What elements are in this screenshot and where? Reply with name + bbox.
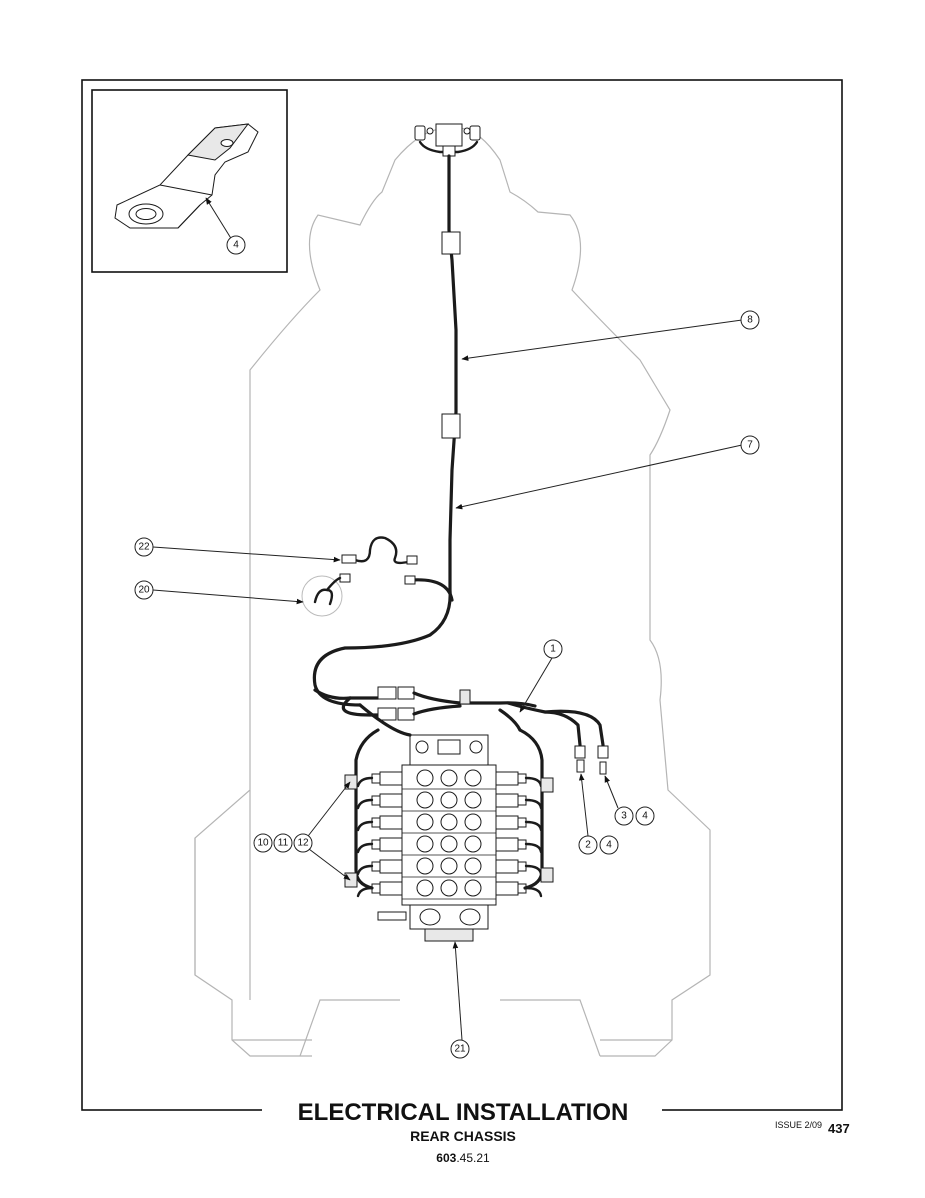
svg-text:11: 11 <box>278 838 289 849</box>
drawing-code: 603.45.21 <box>436 1151 490 1165</box>
svg-text:3: 3 <box>621 811 627 822</box>
callout-3: 3 <box>614 806 634 826</box>
callout-4-inset: 4 <box>226 235 246 255</box>
callout-10: 10 <box>253 833 273 853</box>
solenoid-left <box>379 837 403 852</box>
leader-2 <box>578 773 589 837</box>
top-connector <box>414 123 481 157</box>
leader-1 <box>519 657 553 713</box>
svg-text:1: 1 <box>550 644 556 655</box>
leader-4-inset <box>205 197 233 241</box>
callout-8: 8 <box>740 310 760 330</box>
valve-harness <box>344 703 554 898</box>
svg-text:4: 4 <box>233 240 239 251</box>
drawing-title: ELECTRICAL INSTALLATION <box>298 1099 629 1126</box>
side-connectors <box>574 745 609 775</box>
sensor-20 <box>301 573 351 617</box>
page-number: 437 <box>828 1121 850 1136</box>
svg-text:20: 20 <box>138 585 150 596</box>
drawing-subtitle: REAR CHASSIS <box>410 1128 516 1144</box>
callout-1: 1 <box>543 639 563 659</box>
leader-21 <box>452 941 463 1041</box>
svg-text:4: 4 <box>642 811 648 822</box>
solenoid-left <box>379 815 403 830</box>
main-harness <box>312 154 461 707</box>
callout-12: 12 <box>293 833 313 853</box>
solenoid-left <box>379 881 403 896</box>
svg-text:2: 2 <box>585 840 591 851</box>
solenoid-right <box>495 881 519 896</box>
leader-lines <box>152 319 743 1041</box>
svg-text:12: 12 <box>297 838 309 849</box>
svg-text:10: 10 <box>257 838 269 849</box>
inset-box <box>91 89 288 273</box>
callout-22: 22 <box>134 537 154 557</box>
issue-label: ISSUE 2/09 <box>775 1120 822 1130</box>
callout-4-b: 4 <box>599 835 619 855</box>
svg-text:7: 7 <box>747 440 753 451</box>
svg-text:22: 22 <box>138 542 150 553</box>
callout-2: 2 <box>578 835 598 855</box>
leader-12b <box>304 845 351 881</box>
svg-text:21: 21 <box>454 1044 466 1055</box>
leader-12a <box>304 781 351 841</box>
solenoid-left <box>379 771 403 786</box>
solenoid-right <box>495 793 519 808</box>
callout-20: 20 <box>134 580 154 600</box>
leader-22 <box>152 546 341 563</box>
leader-20 <box>152 589 304 605</box>
valve-block <box>371 734 527 942</box>
chassis-outline <box>194 127 711 1057</box>
wire-loop-22 <box>341 536 418 565</box>
leader-8 <box>461 319 743 361</box>
leader-3 <box>604 775 619 809</box>
callout-11: 11 <box>273 833 293 853</box>
solenoid-right <box>495 771 519 786</box>
solenoid-right <box>495 837 519 852</box>
callout-7: 7 <box>740 435 760 455</box>
solenoid-right <box>495 859 519 874</box>
callout-21: 21 <box>450 1039 470 1059</box>
solenoid-left <box>379 859 403 874</box>
title-block: ELECTRICAL INSTALLATION REAR CHASSIS 603… <box>262 1098 850 1165</box>
solenoid-right <box>495 815 519 830</box>
solenoid-left <box>379 793 403 808</box>
callout-4-c: 4 <box>635 806 655 826</box>
svg-text:4: 4 <box>606 840 612 851</box>
bracket-illustration <box>114 123 259 229</box>
svg-text:8: 8 <box>747 315 753 326</box>
leader-7 <box>455 444 743 510</box>
